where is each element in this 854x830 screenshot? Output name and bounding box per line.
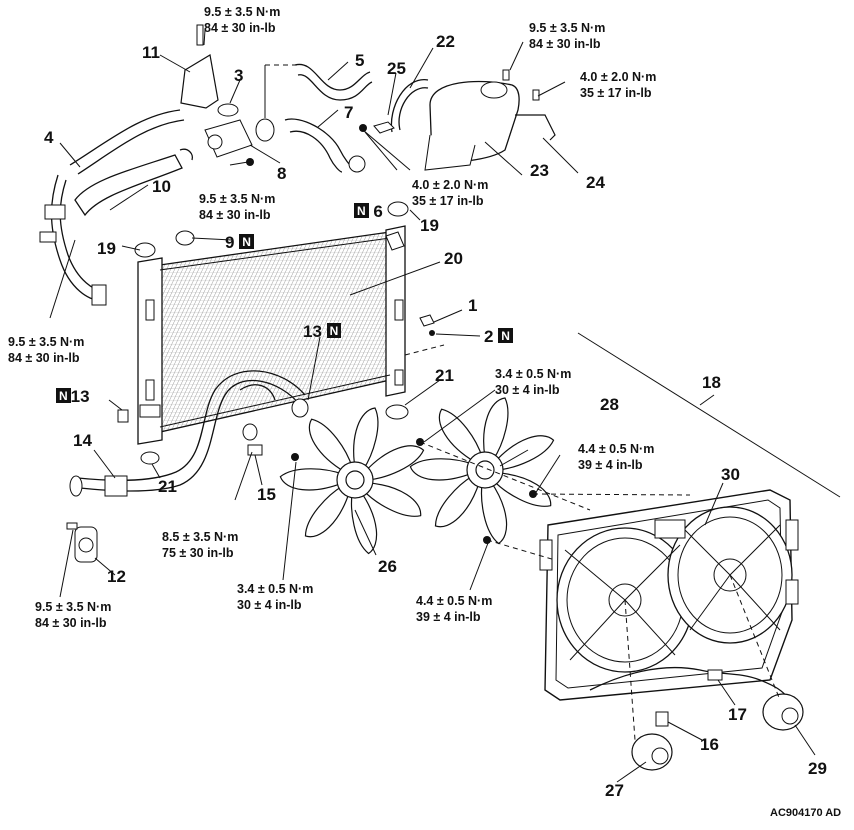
mount-19-right xyxy=(387,201,409,217)
new-part-marker: N xyxy=(326,323,342,338)
new-part-marker: N xyxy=(239,234,254,249)
upper-hose xyxy=(74,148,194,217)
part-label-23: 23 xyxy=(530,161,549,180)
leader-18-bracket xyxy=(577,332,841,498)
fan-shroud xyxy=(539,489,799,701)
part-label-24: 24 xyxy=(586,173,605,192)
part-label-29: 29 xyxy=(808,759,827,778)
part-label-26: 26 xyxy=(378,557,397,576)
new-part-marker: N xyxy=(354,203,369,218)
part-label-21-left: 21 xyxy=(158,477,177,496)
part-label-11: 11 xyxy=(142,43,160,62)
part-label-30: 30 xyxy=(721,465,740,484)
connector-17 xyxy=(707,669,723,681)
part-label-13-right: 13 N xyxy=(303,323,342,340)
part-label-28: 28 xyxy=(600,395,619,414)
new-part-marker: N xyxy=(56,388,71,403)
clip-2 xyxy=(429,330,435,336)
part-label-21-right: 21 xyxy=(435,366,454,385)
new-part-marker: N xyxy=(498,328,513,343)
clamp-9 xyxy=(175,230,195,246)
lower-hose xyxy=(69,370,409,497)
part-label-7: 7 xyxy=(344,103,354,122)
fan-26 xyxy=(279,407,425,555)
part-label-14: 14 xyxy=(73,431,92,450)
radiator xyxy=(137,225,406,445)
part-label-22: 22 xyxy=(436,32,455,51)
fan-28 xyxy=(409,397,555,545)
bracket-1 xyxy=(419,314,435,327)
part-label-17: 17 xyxy=(728,705,747,724)
bolt-tank xyxy=(359,124,367,132)
part-label-4: 4 xyxy=(44,128,54,147)
fan-motor-29 xyxy=(762,693,804,731)
part-label-25: 25 xyxy=(387,59,406,78)
reserve-tank xyxy=(390,69,556,171)
hose-25-fitting xyxy=(373,121,395,134)
part-label-1: 1 xyxy=(468,296,478,315)
part-label-2: 2 N xyxy=(484,328,513,345)
thermostat-housing xyxy=(180,24,275,166)
figure-code: AC904170 AD xyxy=(770,807,842,819)
heater-hose-4 xyxy=(39,109,185,306)
part-label-19-right: 19 xyxy=(420,216,439,235)
part-label-20: 20 xyxy=(444,249,463,268)
sensor-12 xyxy=(66,522,98,563)
part-label-5: 5 xyxy=(355,51,365,70)
hose-5 xyxy=(294,63,373,101)
leader-lines xyxy=(49,29,816,783)
part-label-9: 9 N xyxy=(225,234,254,251)
clamp-6 xyxy=(348,155,366,173)
nut-fan-26 xyxy=(291,453,299,461)
part-label-19-left: 19 xyxy=(97,239,116,258)
fan-motor-27 xyxy=(631,733,673,771)
part-label-3: 3 xyxy=(234,66,244,85)
part-label-6: N 6 xyxy=(354,203,383,220)
hose-7 xyxy=(284,118,351,173)
part-label-8: 8 xyxy=(277,164,287,183)
part-label-18: 18 xyxy=(702,373,721,392)
part-label-27: 27 xyxy=(605,781,624,800)
mount-19-left xyxy=(134,242,156,258)
part-label-16: 16 xyxy=(700,735,719,754)
connector-16 xyxy=(655,711,669,727)
part-label-15: 15 xyxy=(257,485,276,504)
part-label-12: 12 xyxy=(107,567,126,586)
part-label-10: 10 xyxy=(152,177,171,196)
